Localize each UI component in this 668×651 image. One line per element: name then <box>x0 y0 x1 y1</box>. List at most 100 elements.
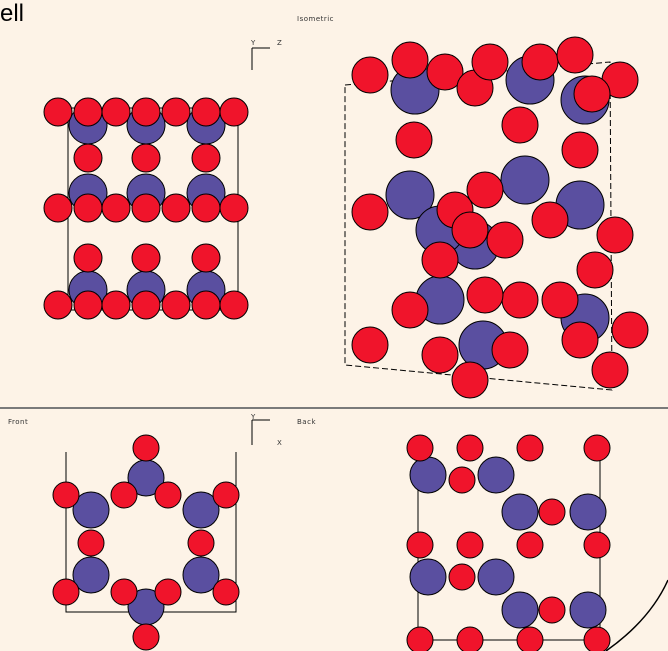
oxygen-atom <box>132 623 160 651</box>
oxygen-atom <box>406 434 434 462</box>
oxygen-atom <box>516 531 544 559</box>
oxygen-atom <box>73 290 103 320</box>
metal-atom <box>569 591 607 629</box>
clipped-title: ell <box>0 0 25 27</box>
oxygen-atom <box>73 193 103 223</box>
oxygen-atom <box>132 434 160 462</box>
oxygen-atom <box>187 529 215 557</box>
oxygen-atom <box>43 193 73 223</box>
cursor-arc-icon <box>605 579 668 651</box>
oxygen-atom <box>391 41 429 79</box>
oxygen-atom <box>101 193 131 223</box>
oxygen-atom <box>561 131 599 169</box>
axis-triad-icon <box>251 419 270 445</box>
oxygen-atom <box>611 311 649 349</box>
oxygen-atom <box>556 36 594 74</box>
atom-group-isometric <box>351 36 649 399</box>
oxygen-atom <box>154 578 182 606</box>
oxygen-atom <box>406 626 434 651</box>
oxygen-atom <box>596 216 634 254</box>
oxygen-atom <box>161 290 191 320</box>
metal-atom <box>409 456 447 494</box>
oxygen-atom <box>219 290 249 320</box>
metal-atom <box>569 493 607 531</box>
oxygen-atom <box>583 626 611 651</box>
oxygen-atom <box>351 326 389 364</box>
oxygen-atom <box>43 290 73 320</box>
oxygen-atom <box>395 121 433 159</box>
oxygen-atom <box>52 578 80 606</box>
metal-atom <box>182 491 220 529</box>
atom-group-top-left <box>43 97 249 320</box>
metal-atom <box>385 170 435 220</box>
viewport-label-isometric: Isometric <box>297 15 335 23</box>
oxygen-atom <box>451 211 489 249</box>
metal-atom <box>500 155 550 205</box>
metal-atom <box>477 558 515 596</box>
oxygen-atom <box>191 243 221 273</box>
viewport-label-back: Back <box>297 418 316 426</box>
oxygen-atom <box>43 97 73 127</box>
oxygen-atom <box>448 563 476 591</box>
axis-label-right-bottom: X <box>277 439 283 447</box>
oxygen-atom <box>52 481 80 509</box>
oxygen-atom <box>591 351 629 389</box>
metal-atom <box>501 493 539 531</box>
oxygen-atom <box>521 43 559 81</box>
oxygen-atom <box>161 193 191 223</box>
oxygen-atom <box>491 331 529 369</box>
oxygen-atom <box>538 498 566 526</box>
oxygen-atom <box>561 321 599 359</box>
metal-atom <box>409 558 447 596</box>
oxygen-atom <box>516 626 544 651</box>
oxygen-atom <box>448 466 476 494</box>
oxygen-atom <box>426 53 464 91</box>
oxygen-atom <box>73 97 103 127</box>
axis-triad-icon <box>251 47 270 70</box>
oxygen-atom <box>451 361 489 399</box>
oxygen-atom <box>101 290 131 320</box>
oxygen-atom <box>110 481 138 509</box>
oxygen-atom <box>456 434 484 462</box>
oxygen-atom <box>131 290 161 320</box>
metal-atom <box>501 591 539 629</box>
metal-atom <box>72 556 110 594</box>
oxygen-atom <box>466 171 504 209</box>
unit-cell-box-isometric <box>344 61 613 391</box>
oxygen-atom <box>583 434 611 462</box>
oxygen-atom <box>541 281 579 319</box>
oxygen-atom <box>131 143 161 173</box>
oxygen-atom <box>583 531 611 559</box>
oxygen-atom <box>154 481 182 509</box>
oxygen-atom <box>421 241 459 279</box>
oxygen-atom <box>501 106 539 144</box>
axis-label-up-top: Y <box>251 39 256 47</box>
oxygen-atom <box>73 143 103 173</box>
oxygen-atom <box>406 531 434 559</box>
oxygen-atom <box>101 97 131 127</box>
metal-atom <box>477 456 515 494</box>
oxygen-atom <box>516 434 544 462</box>
oxygen-atom <box>456 531 484 559</box>
oxygen-atom <box>351 193 389 231</box>
oxygen-atom <box>391 291 429 329</box>
oxygen-atom <box>531 201 569 239</box>
oxygen-atom <box>501 281 539 319</box>
oxygen-atom <box>576 251 614 289</box>
viewport-label-front: Front <box>8 418 29 426</box>
oxygen-atom <box>219 97 249 127</box>
oxygen-atom <box>131 243 161 273</box>
oxygen-atom <box>191 193 221 223</box>
oxygen-atom <box>191 143 221 173</box>
oxygen-atom <box>471 43 509 81</box>
oxygen-atom <box>73 243 103 273</box>
oxygen-atom <box>212 481 240 509</box>
oxygen-atom <box>219 193 249 223</box>
oxygen-atom <box>212 578 240 606</box>
oxygen-atom <box>191 290 221 320</box>
axis-label-up-bottom: Y <box>251 413 256 421</box>
oxygen-atom <box>538 596 566 624</box>
oxygen-atom <box>131 97 161 127</box>
